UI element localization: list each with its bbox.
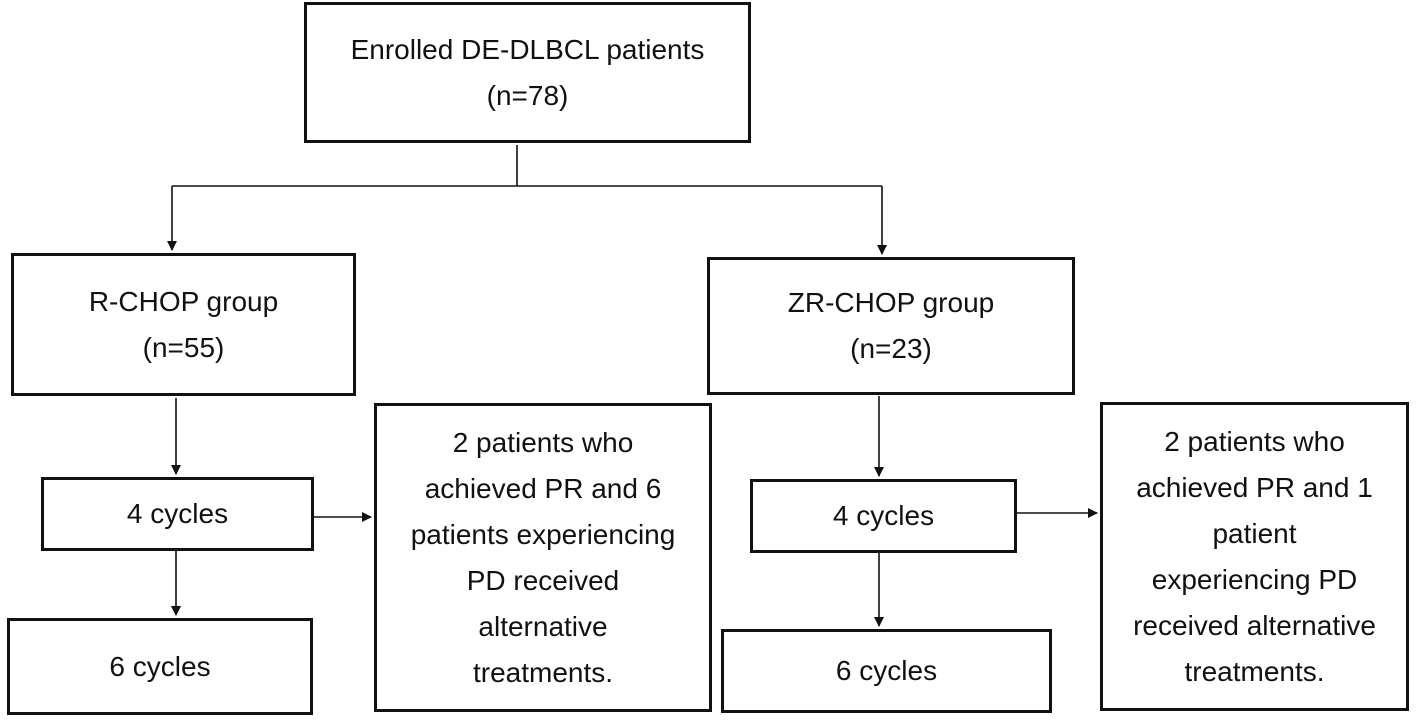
- zrchop-alternative-treatment-box: 2 patients who achieved PR and 1 patient…: [1100, 402, 1409, 711]
- zrchop-note-line: received alternative: [1133, 609, 1376, 641]
- rchop-4-cycles-label: 4 cycles: [126, 498, 229, 529]
- rchop-group-title: R-CHOP group: [88, 285, 279, 317]
- zrchop-note-line: treatments.: [1184, 655, 1325, 687]
- zrchop-note-line: 2 patients who: [1164, 425, 1345, 457]
- zrchop-group-title: ZR-CHOP group: [787, 287, 995, 318]
- zrchop-4-cycles-box: 4 cycles: [750, 479, 1017, 553]
- rchop-note-line: treatments.: [472, 656, 614, 688]
- rchop-note-line: patients experiencing: [410, 518, 676, 550]
- enrolled-count: (n=78): [486, 79, 569, 111]
- zrchop-note-line: achieved PR and 1: [1136, 471, 1373, 503]
- rchop-alternative-treatment-box: 2 patients who achieved PR and 6 patient…: [374, 403, 712, 712]
- zrchop-group-box: ZR-CHOP group (n=23): [707, 257, 1075, 395]
- enrolled-title: Enrolled DE-DLBCL patients: [350, 33, 705, 65]
- zrchop-note-line: patient: [1212, 517, 1297, 549]
- rchop-6-cycles-label: 6 cycles: [109, 650, 211, 682]
- zrchop-note-line: experiencing PD: [1151, 563, 1358, 595]
- zrchop-4-cycles-label: 4 cycles: [832, 500, 935, 531]
- zrchop-group-count: (n=23): [850, 333, 932, 364]
- zrchop-6-cycles-label: 6 cycles: [835, 655, 938, 686]
- rchop-6-cycles-box: 6 cycles: [7, 618, 313, 715]
- rchop-4-cycles-box: 4 cycles: [41, 477, 314, 551]
- rchop-note-line: achieved PR and 6: [424, 472, 662, 504]
- rchop-group-box: R-CHOP group (n=55): [11, 253, 356, 396]
- rchop-group-count: (n=55): [142, 331, 225, 363]
- rchop-note-line: alternative: [478, 610, 608, 642]
- zrchop-6-cycles-box: 6 cycles: [721, 629, 1052, 713]
- rchop-note-line: 2 patients who: [452, 426, 634, 458]
- rchop-note-line: PD received: [466, 564, 620, 596]
- enrolled-patients-box: Enrolled DE-DLBCL patients (n=78): [304, 2, 751, 143]
